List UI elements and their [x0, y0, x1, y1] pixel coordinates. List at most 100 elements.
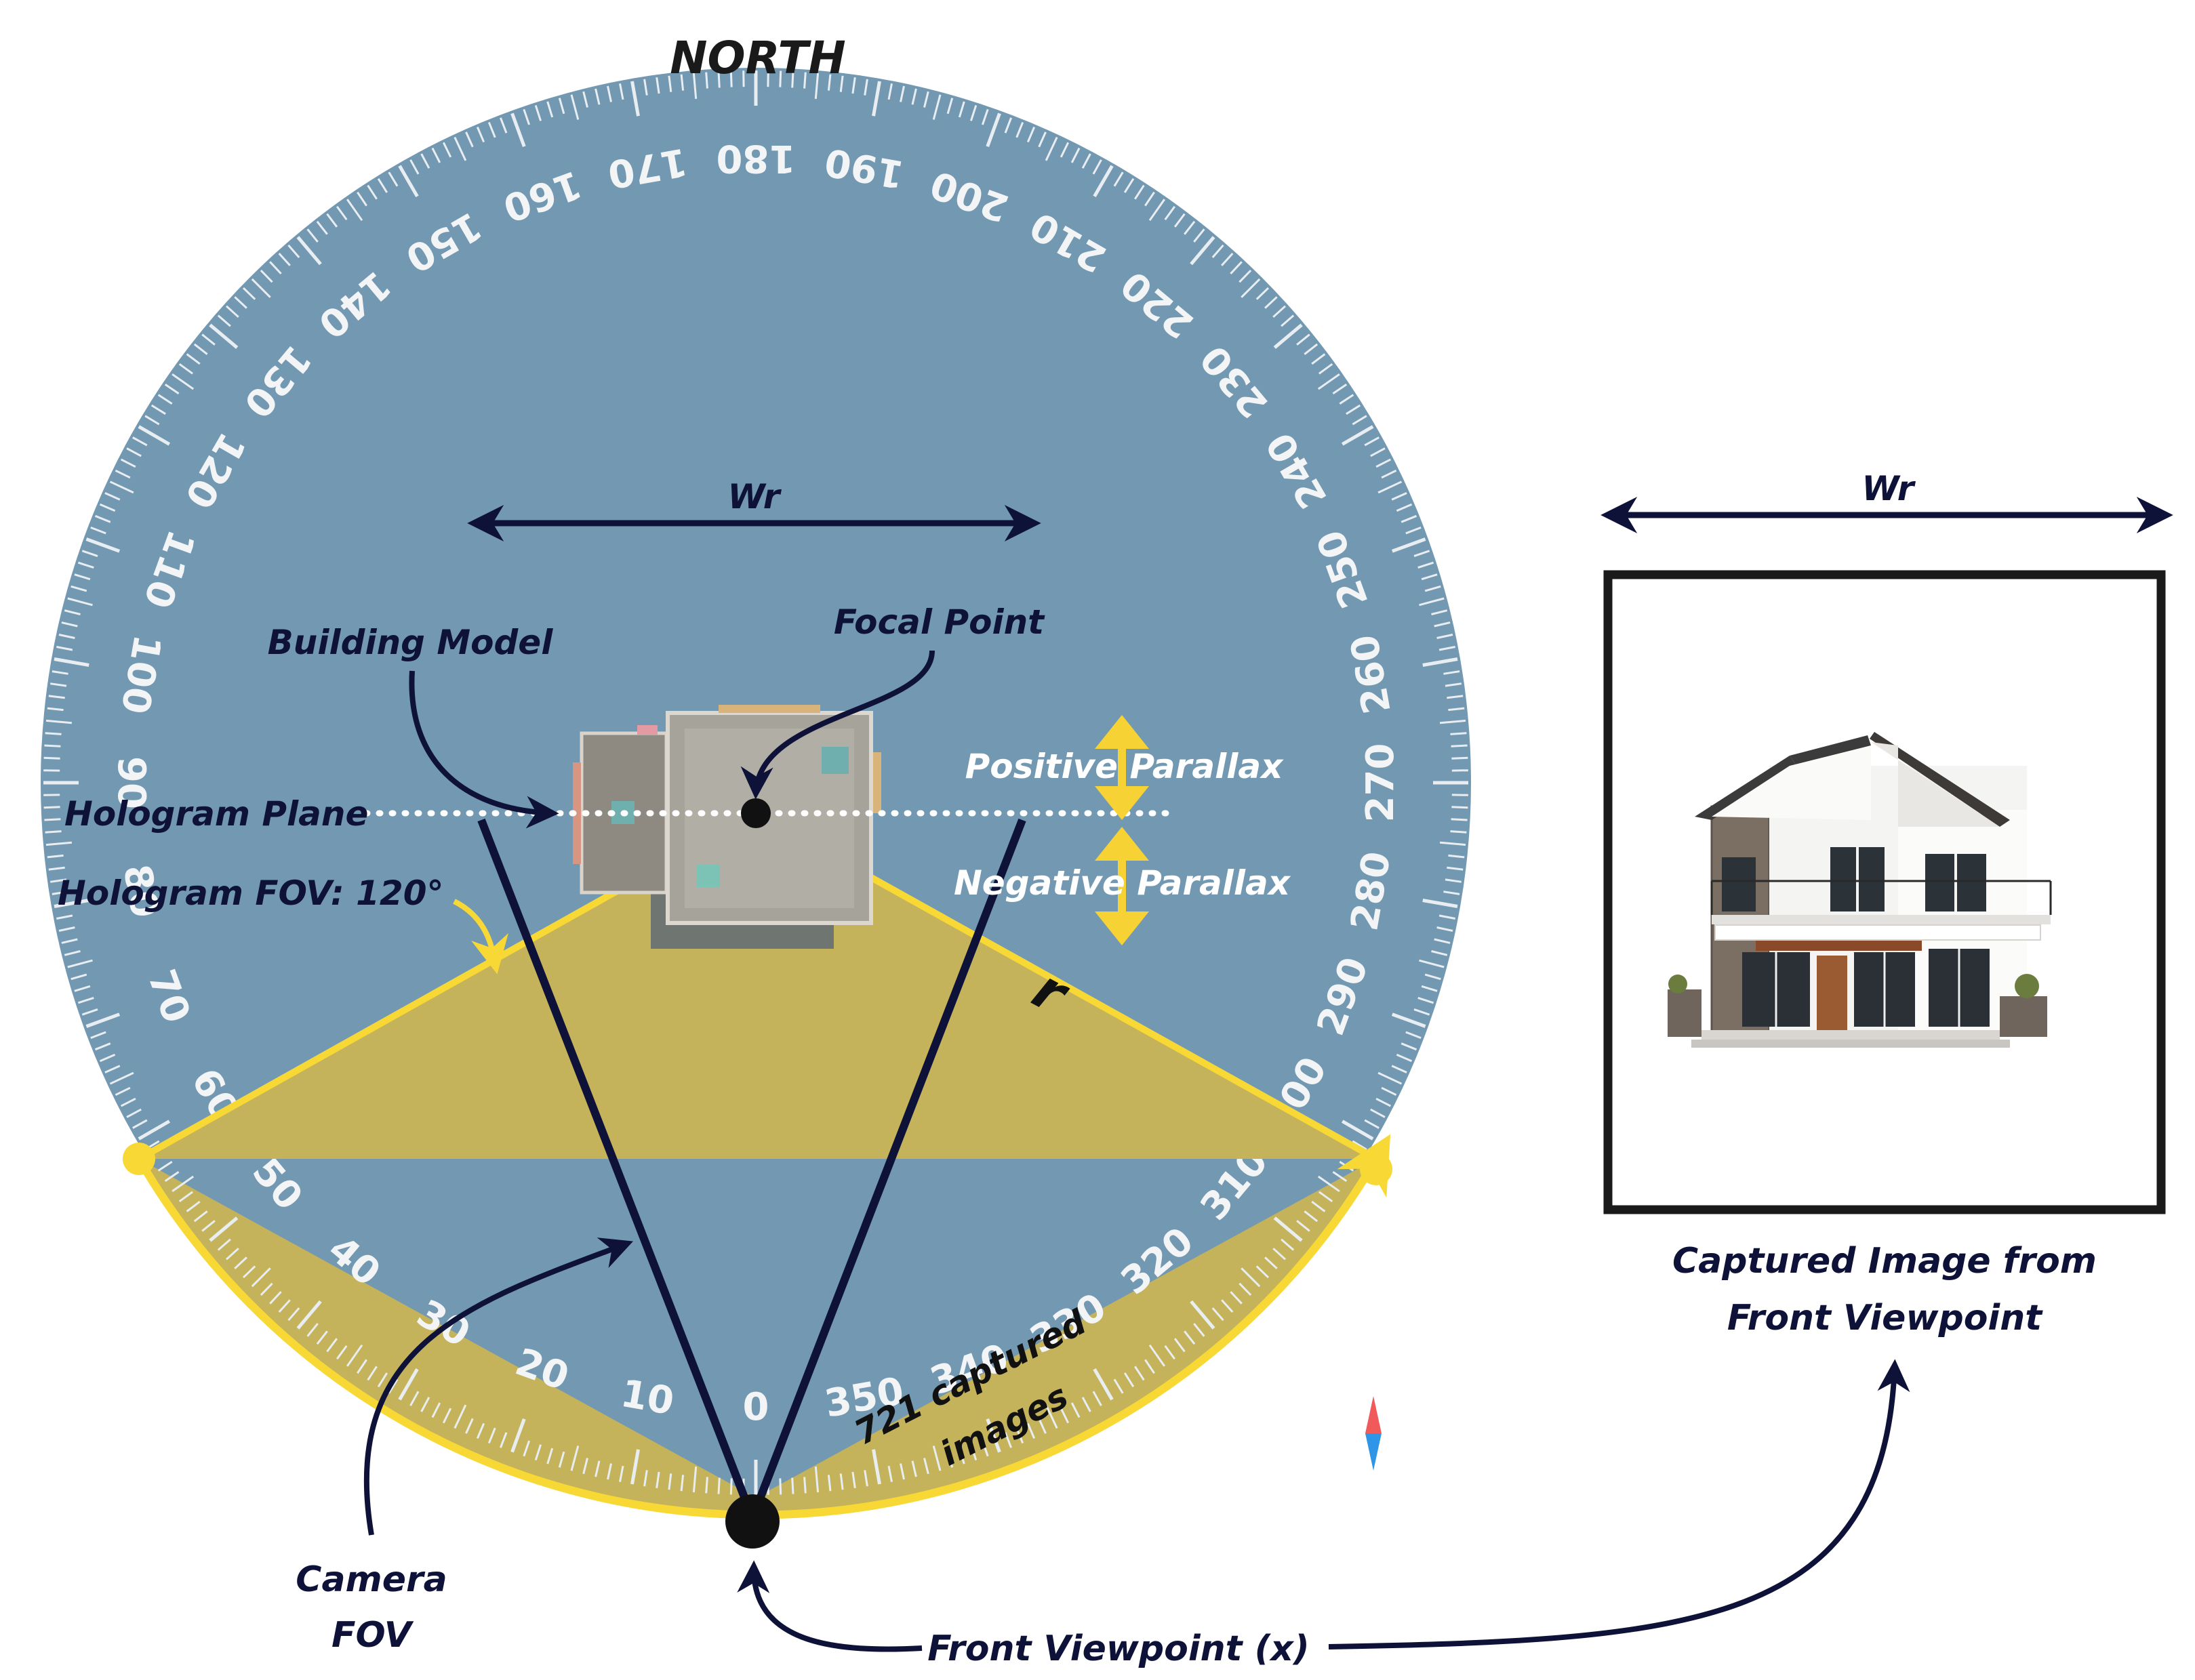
degree-tick	[61, 621, 78, 628]
degree-tick	[296, 236, 322, 266]
degree-tick	[1431, 950, 1448, 956]
degree-tick	[251, 1267, 271, 1288]
degree-tick	[1239, 1282, 1252, 1296]
degree-tick	[132, 1119, 148, 1129]
degree-tick	[120, 458, 136, 468]
degree-tick	[656, 1471, 660, 1489]
degree-tick	[1439, 841, 1466, 846]
degree-tick	[705, 72, 708, 89]
degree-tick	[47, 854, 64, 859]
degree-tick	[1004, 117, 1013, 134]
degree-tick	[864, 79, 868, 96]
degree-tick	[346, 199, 363, 222]
degree-tick	[1443, 890, 1460, 895]
degree-tick	[1081, 1397, 1091, 1412]
degree-tick	[209, 323, 239, 349]
degree-tick	[1431, 609, 1448, 615]
degree-tick	[1241, 278, 1261, 298]
degree-tick	[398, 1368, 419, 1401]
degree-tick	[1045, 136, 1058, 161]
degree-tick	[193, 343, 208, 355]
negative-parallax-label: Negative Parallax	[954, 863, 1291, 903]
degree-tick	[172, 1175, 195, 1193]
degree-tick	[1377, 1071, 1403, 1085]
degree-tick	[58, 634, 75, 639]
degree-tick	[1451, 806, 1468, 809]
degree-tick	[1317, 1175, 1340, 1193]
hologram-fov-label: Hologram FOV: 120°	[58, 874, 443, 913]
degree-tick	[1296, 1220, 1310, 1232]
compass-needle-icon	[1365, 1396, 1382, 1471]
degree-tick	[692, 1466, 698, 1493]
degree-tick	[1148, 199, 1166, 222]
degree-tick	[242, 287, 256, 300]
degree-label-0: 0	[743, 1385, 769, 1429]
degree-tick	[454, 136, 467, 161]
fov-end-left-dot	[123, 1143, 155, 1175]
degree-tick	[54, 899, 89, 908]
degree-tick	[109, 480, 134, 494]
captured-image-caption-line1: Captured Image from	[1672, 1241, 2097, 1282]
degree-tick	[1113, 1378, 1124, 1394]
degree-tick	[1448, 854, 1465, 859]
degree-tick	[1413, 1008, 1430, 1016]
degree-tick	[981, 108, 989, 125]
degree-tick	[104, 492, 121, 501]
degree-tick	[1038, 1418, 1047, 1434]
degree-tick	[851, 77, 856, 94]
degree-tick	[969, 1444, 978, 1461]
degree-tick	[476, 126, 485, 143]
degree-tick	[164, 1171, 180, 1182]
degree-tick	[81, 1008, 98, 1016]
degree-tick	[1422, 657, 1458, 667]
degree-tick	[377, 1372, 388, 1388]
degree-tick	[1375, 458, 1392, 468]
degree-tick	[52, 890, 68, 895]
degree-tick	[71, 585, 87, 592]
degree-tick	[278, 1299, 291, 1313]
degree-tick	[61, 938, 78, 944]
degree-tick	[1364, 1119, 1380, 1129]
degree-tick	[986, 112, 1001, 148]
degree-tick	[1296, 333, 1310, 346]
hologram-plane-label: Hologram Plane	[64, 794, 368, 834]
degree-tick	[1448, 707, 1465, 712]
degree-tick	[643, 79, 648, 96]
degree-tick	[398, 165, 419, 198]
degree-tick	[306, 1323, 319, 1337]
captured-image-caption-line2: Front Viewpoint	[1727, 1298, 2043, 1338]
degree-tick	[839, 75, 844, 92]
building-model-label: Building Model	[268, 623, 554, 662]
degree-tick	[1144, 1359, 1155, 1374]
degree-tick	[923, 91, 929, 108]
degree-tick	[1093, 165, 1114, 198]
degree-tick	[45, 830, 62, 834]
degree-tick	[43, 806, 60, 809]
degree-tick	[126, 447, 142, 457]
degree-tick	[1193, 1323, 1205, 1337]
building-model-topview	[573, 705, 881, 949]
degree-tick	[77, 996, 94, 1004]
degree-tick	[705, 1477, 708, 1494]
degree-tick	[1434, 938, 1451, 944]
camera-fov-line-right	[748, 818, 1026, 1520]
degree-tick	[619, 1465, 624, 1482]
degree-tick	[1381, 469, 1397, 479]
degree-tick	[94, 1042, 111, 1051]
degree-tick	[1164, 205, 1176, 220]
degree-tick	[1241, 1267, 1261, 1288]
degree-tick	[104, 1065, 121, 1073]
degree-tick	[172, 373, 195, 390]
degree-tick	[56, 914, 73, 920]
degree-tick	[1081, 153, 1091, 169]
degree-tick	[582, 1458, 588, 1475]
degree-tick	[138, 1120, 171, 1141]
degree-tick	[958, 1448, 965, 1464]
degree-tick	[74, 573, 91, 581]
degree-tick	[178, 363, 193, 375]
degree-tick	[851, 1471, 856, 1489]
degree-tick	[1281, 1238, 1295, 1251]
degree-tick	[791, 71, 794, 88]
degree-tick	[510, 1418, 526, 1453]
